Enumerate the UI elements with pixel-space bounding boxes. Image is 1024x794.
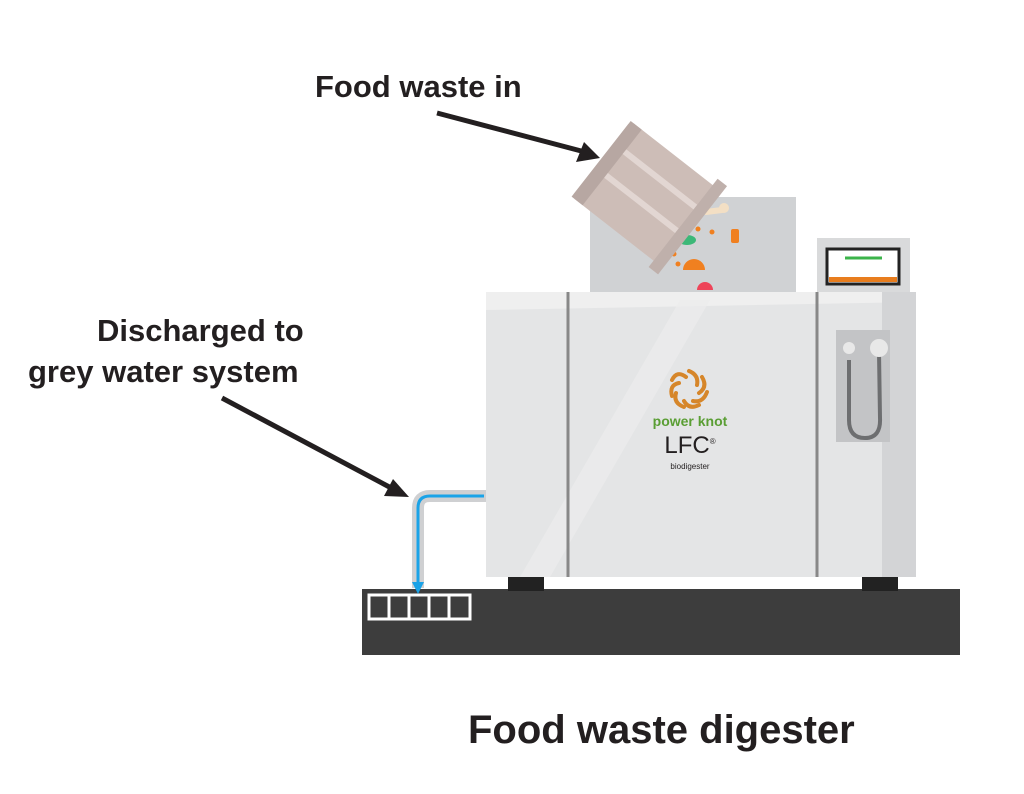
power-knot-logo-icon: [669, 369, 709, 409]
label-discharged-line2: grey water system: [28, 354, 299, 389]
food-waste-bin: [571, 121, 728, 275]
machine-foot: [508, 575, 544, 591]
arrow-discharge: [220, 395, 409, 497]
drain-grate: [367, 593, 472, 621]
label-discharged-line1: Discharged to: [97, 313, 304, 348]
machine-foot: [862, 575, 898, 591]
model-name: LFC®: [660, 432, 720, 460]
arrow-food-in: [436, 110, 600, 162]
brand-name: power knot: [652, 413, 728, 429]
food-scraps: [671, 203, 739, 290]
base-platform: [362, 589, 960, 655]
hose: [847, 351, 883, 441]
registered-mark: ®: [709, 437, 716, 446]
model-subtitle: biodigester: [670, 462, 710, 471]
diagram-title: Food waste digester: [468, 708, 855, 752]
water-flow-arrow: [416, 494, 484, 584]
model-label: LFC: [664, 432, 710, 459]
discharge-pipe: [412, 490, 486, 588]
label-food-waste-in: Food waste in: [315, 69, 522, 104]
